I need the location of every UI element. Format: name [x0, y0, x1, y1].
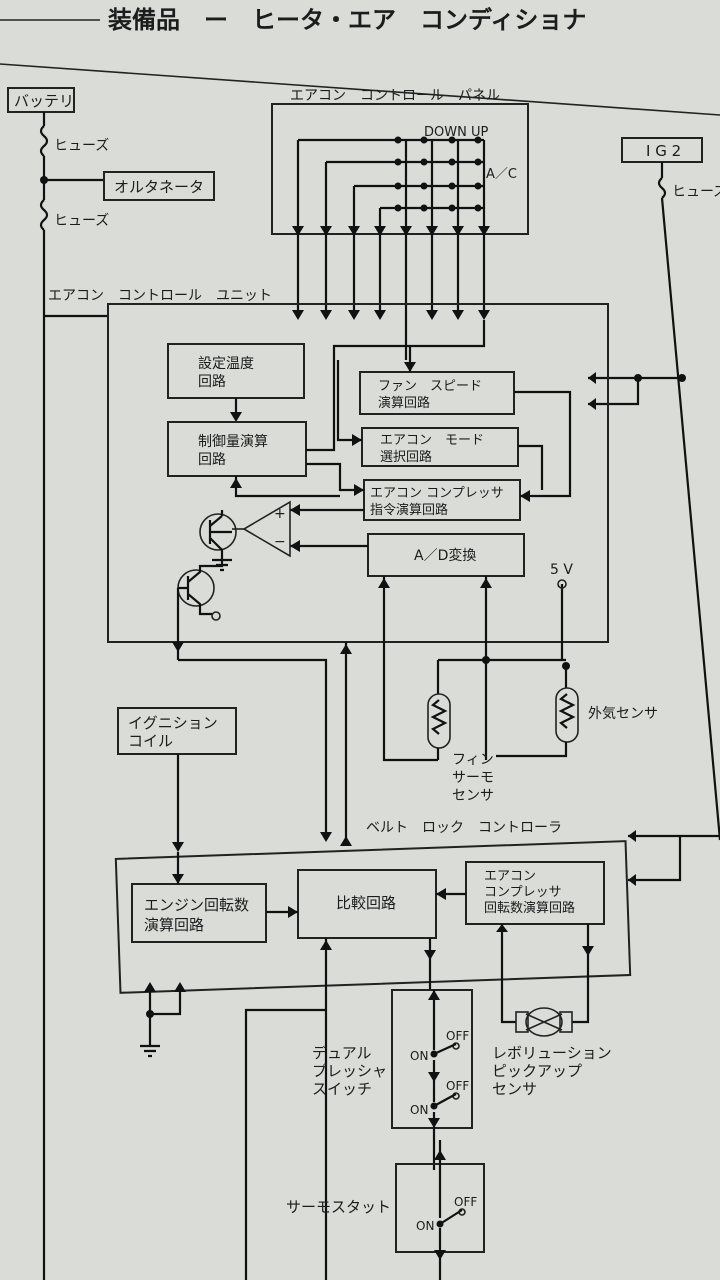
ctrl-calc-label-1: 制御量演算: [198, 434, 268, 450]
ctrl-calc-label-2: 回路: [198, 452, 226, 468]
dual-pressure-switch-box: [391, 989, 473, 1129]
engine-rpm-label-1: エンジン回転数: [144, 896, 249, 914]
set-temp-label-1: 設定温度: [198, 356, 254, 372]
panel-switch-matrix: [292, 136, 490, 360]
thermo-on: ON: [416, 1219, 434, 1233]
unit-power-arrow-2: [588, 398, 596, 410]
comparator-amplifier: + −: [232, 500, 291, 558]
fan-speed-label-1: ファン スピード: [378, 379, 482, 394]
transistor-lower: [172, 560, 224, 660]
fin-sensor-label-1: フィン: [452, 752, 494, 768]
alternator-label: オルタネータ: [114, 178, 204, 196]
fuse-ig2-label: ヒューズ: [672, 184, 720, 200]
unit-to-belt-lock-wiring: [178, 642, 352, 846]
rev-pickup-label-3: センサ: [492, 1080, 537, 1098]
dual-pressure-label-2: プレッシャ: [312, 1062, 387, 1080]
control-panel-box: [271, 103, 529, 235]
down-up-label: DOWN UP: [424, 125, 488, 140]
comp-rpm-label-3: 回転数演算回路: [484, 900, 575, 916]
five-v-terminal: [557, 579, 567, 589]
unit-power-arrow-1: [588, 372, 596, 384]
header-rule: [0, 63, 720, 116]
dual-pressure-label-3: スイッチ: [312, 1080, 372, 1098]
outside-sensor-label: 外気センサ: [588, 706, 658, 722]
control-unit-box: [107, 303, 609, 643]
unit-power-wire-2: [588, 378, 640, 406]
opamp-plus: +: [274, 506, 286, 522]
fin-sensor-label-2: サーモ: [452, 770, 494, 786]
ignition-coil-label-1: イグニション: [128, 714, 218, 732]
belt-lock-internal-wiring: [172, 830, 720, 1280]
comp-rpm-label-1: エアコン: [484, 869, 536, 884]
unit-internal-wiring: [230, 320, 572, 762]
set-temp-label-2: 回路: [198, 374, 226, 390]
alternator-box: [103, 171, 215, 201]
thermo-off: OFF: [454, 1195, 477, 1209]
fuse2-label: ヒューズ: [54, 213, 109, 229]
fuse1-symbol: [39, 125, 49, 157]
thermostat-contacts: [434, 1140, 466, 1280]
compare-circuit-label: 比較回路: [336, 894, 396, 912]
battery-box: [7, 87, 75, 113]
compressor-cmd-label-1: エアコン コンプレッサ: [370, 486, 504, 501]
rev-pickup-label-1: レボリューション: [492, 1044, 612, 1062]
ground-symbol: [140, 982, 186, 1058]
rev-pickup-label-2: ピックアップ: [492, 1062, 582, 1080]
dps-off-1: OFF: [446, 1029, 469, 1043]
ignition-coil-label-2: コイル: [128, 732, 173, 750]
outside-air-sensor: [496, 666, 579, 758]
dps-off-2: OFF: [446, 1079, 469, 1093]
right-power-rail: [660, 197, 720, 841]
dps-on-1: ON: [410, 1049, 428, 1063]
fan-speed-label-2: 演算回路: [378, 395, 430, 411]
fuse-ig2-symbol: [657, 177, 667, 199]
opamp-minus: −: [274, 534, 286, 550]
comp-rpm-label-2: コンプレッサ: [484, 885, 562, 900]
compare-circuit-box: [297, 869, 437, 939]
thermostat-label: サーモスタット: [286, 1198, 391, 1216]
ig2-label: I G 2: [646, 142, 681, 160]
belt-lock-label: ベルト ロック コントローラ: [366, 820, 562, 836]
dual-pressure-label-1: デュアル: [312, 1044, 372, 1062]
dual-pressure-switch-contacts: [428, 990, 460, 1170]
ac-label: A／C: [486, 167, 517, 182]
revolution-pickup-sensor: [515, 1007, 573, 1037]
ad-converter-box: [367, 533, 525, 577]
settemp-to-ctrl-arrow: [230, 412, 242, 422]
dps-on-2: ON: [410, 1103, 428, 1117]
compressor-cmd-box: [363, 479, 521, 521]
page-title: 装備品 ー ヒータ・エア コンディショナ: [108, 6, 586, 34]
fin-sensor-label-3: センサ: [452, 788, 494, 804]
belt-lock-controller-box: [114, 840, 632, 994]
compressor-cmd-label-2: 指令演算回路: [370, 502, 448, 518]
transistor-upper: [199, 510, 237, 572]
fin-thermo-sensor: [427, 656, 570, 760]
control-panel-label: エアコン コントロール パネル: [290, 88, 500, 104]
five-v-label: 5 V: [550, 562, 573, 578]
ac-mode-label-2: 選択回路: [380, 449, 432, 465]
ac-mode-label-1: エアコン モード: [380, 433, 484, 448]
ad-converter-label: A／D変換: [414, 547, 476, 564]
fuse2-symbol: [39, 199, 49, 231]
engine-rpm-label-2: 演算回路: [144, 916, 204, 934]
control-unit-label: エアコン コントロール ユニット: [48, 288, 272, 304]
fuse1-label: ヒューズ: [54, 138, 109, 154]
ignition-coil-arrow: [172, 842, 184, 852]
battery-label: バッテリ: [14, 92, 74, 110]
